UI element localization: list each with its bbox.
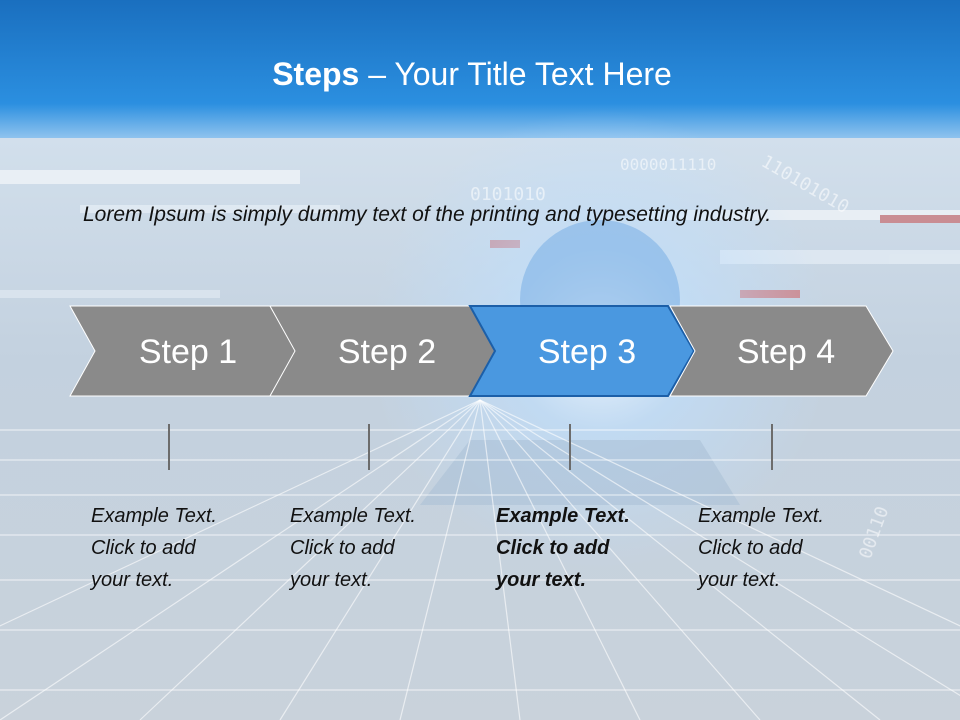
caption-line: Click to add (91, 537, 196, 559)
title-text: – Your Title Text Here (359, 56, 672, 92)
caption-line: Click to add (290, 537, 395, 559)
caption-line: your text. (290, 569, 373, 591)
caption-line: Example Text. (290, 505, 416, 527)
title-band (0, 0, 960, 138)
step-2-label: Step 2 (337, 333, 437, 371)
connector-line-2 (368, 424, 370, 470)
connector-line-1 (168, 424, 170, 470)
step-2-caption[interactable]: Example Text. Click to add your text. (290, 500, 460, 596)
step-4-caption[interactable]: Example Text. Click to add your text. (698, 500, 868, 596)
caption-line: Example Text. (496, 505, 630, 527)
caption-line: Click to add (496, 537, 610, 559)
step-3-caption[interactable]: Example Text. Click to add your text. (496, 500, 666, 596)
chevron-step-3[interactable] (468, 305, 696, 397)
caption-line: Example Text. (91, 505, 217, 527)
intro-text[interactable]: Lorem Ipsum is simply dummy text of the … (83, 203, 772, 226)
svg-text:0101010: 0101010 (470, 184, 546, 205)
svg-text:0000011110: 0000011110 (620, 155, 716, 174)
caption-line: your text. (496, 569, 587, 591)
connector-line-4 (771, 424, 773, 470)
caption-line: your text. (91, 569, 174, 591)
step-1-caption[interactable]: Example Text. Click to add your text. (91, 500, 261, 596)
caption-line: Click to add (698, 537, 803, 559)
caption-line: Example Text. (698, 505, 824, 527)
slide-title[interactable]: Steps – Your Title Text Here (0, 56, 944, 93)
step-1-label: Step 1 (138, 333, 238, 371)
chevron-step-4[interactable] (669, 305, 894, 397)
connector-line-3 (569, 424, 571, 470)
title-bold: Steps (272, 56, 360, 92)
step-3-label: Step 3 (537, 333, 637, 371)
step-4-label: Step 4 (736, 333, 836, 371)
caption-line: your text. (698, 569, 781, 591)
